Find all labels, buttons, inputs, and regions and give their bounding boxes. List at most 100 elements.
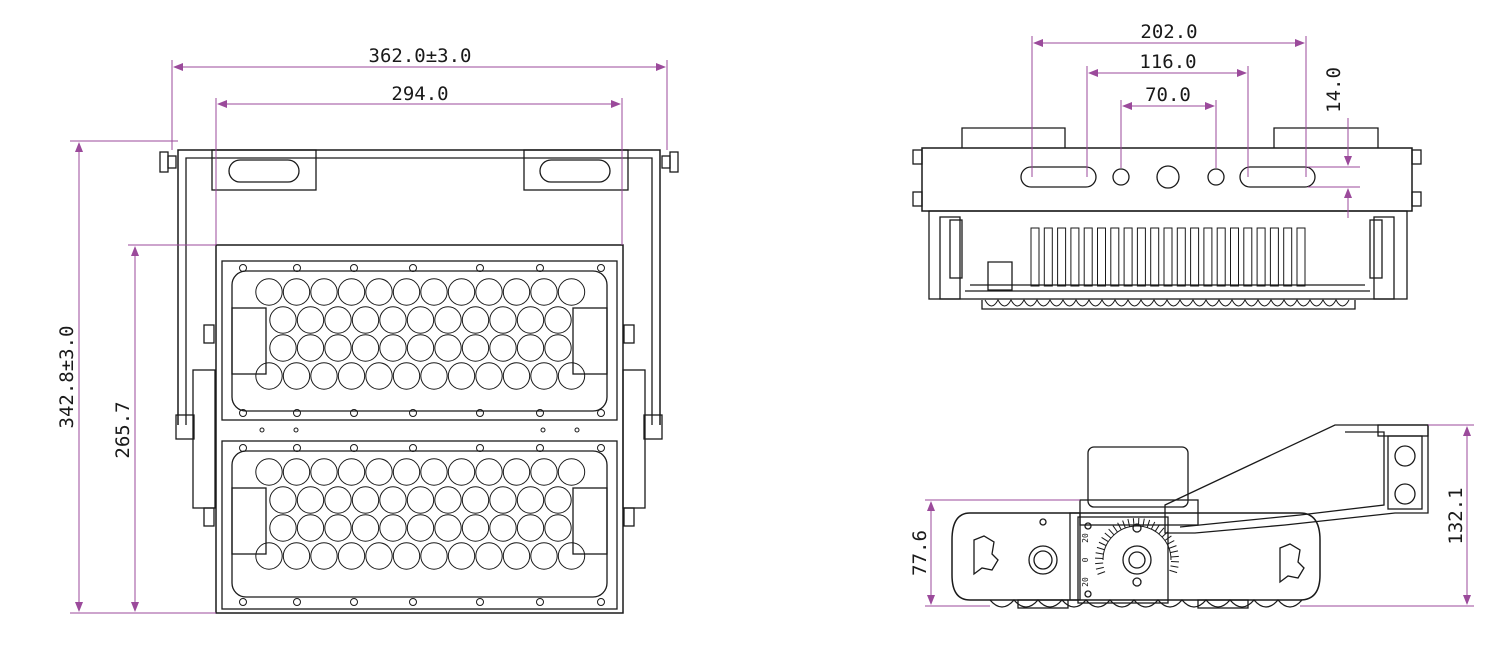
- led-lens: [475, 458, 503, 486]
- led-lens: [406, 486, 435, 514]
- led-lens: [337, 458, 366, 486]
- scale-mark-0: 20: [1081, 533, 1090, 543]
- screw: [597, 444, 605, 452]
- led-lens: [310, 278, 338, 306]
- led-lens: [530, 278, 558, 306]
- scale-tick: [1108, 528, 1115, 536]
- scale-tick: [1098, 541, 1107, 547]
- scale-tick: [1095, 566, 1104, 570]
- heat-sink-fin: [1097, 227, 1106, 287]
- scale-tick: [1170, 550, 1179, 554]
- led-lens: [420, 278, 448, 306]
- led-lens: [447, 278, 476, 306]
- screw: [536, 409, 544, 417]
- heat-sink-fin: [1243, 227, 1253, 287]
- led-lens: [379, 514, 407, 542]
- heat-sink-fin: [1163, 227, 1173, 287]
- led-lens: [351, 514, 380, 542]
- screw: [540, 427, 546, 433]
- dim-side-body-height: 77.6: [909, 530, 931, 576]
- led-lens: [434, 486, 462, 514]
- led-lens: [461, 306, 490, 334]
- led-lens: [557, 278, 586, 306]
- top-view: [912, 127, 1422, 310]
- led-lens: [489, 514, 517, 542]
- led-lens: [475, 278, 503, 306]
- scale-arc: [1102, 525, 1172, 561]
- led-lens: [351, 306, 380, 334]
- led-lens: [475, 542, 503, 570]
- module-screws: [239, 264, 605, 606]
- front-view: [159, 149, 679, 614]
- side-dimensions: [925, 424, 1474, 607]
- screw: [476, 598, 484, 606]
- led-lens: [502, 278, 531, 306]
- led-lens: [310, 458, 338, 486]
- lens-profile: [984, 298, 1350, 307]
- screw: [293, 427, 299, 433]
- led-lens: [392, 458, 421, 486]
- led-lens: [502, 362, 531, 390]
- led-lens: [434, 514, 462, 542]
- led-lens: [310, 542, 338, 570]
- scale-tick: [1101, 537, 1109, 543]
- heat-sink-fin: [1296, 227, 1306, 287]
- heat-sink-fin: [1203, 227, 1213, 287]
- heat-sink-fin: [1030, 227, 1040, 287]
- led-lens: [461, 486, 490, 514]
- dim-inner: 70.0: [1145, 84, 1191, 106]
- dim-middle: 116.0: [1139, 51, 1196, 73]
- led-lens: [544, 514, 572, 542]
- front-dimensions: [70, 60, 668, 614]
- led-lens: [296, 486, 325, 514]
- led-lens: [269, 306, 297, 334]
- led-lens: [406, 306, 435, 334]
- scale-tick: [1166, 540, 1175, 545]
- led-lens: [365, 362, 393, 390]
- led-lens: [282, 458, 311, 486]
- heat-sink-fin: [1043, 227, 1053, 287]
- led-lens: [379, 334, 407, 362]
- screw: [536, 264, 544, 272]
- scale-tick: [1168, 545, 1177, 549]
- led-lens: [269, 514, 297, 542]
- screw: [239, 409, 247, 417]
- screw: [293, 598, 301, 606]
- scale-tick: [1117, 522, 1122, 531]
- led-lens: [269, 334, 297, 362]
- led-lens: [544, 334, 572, 362]
- led-lens: [269, 486, 297, 514]
- led-lens: [516, 334, 545, 362]
- dim-outer: 202.0: [1140, 21, 1197, 43]
- led-lens: [392, 362, 421, 390]
- screw: [476, 444, 484, 452]
- screw: [476, 264, 484, 272]
- led-lens: [365, 458, 393, 486]
- led-lens: [530, 362, 558, 390]
- led-lens: [379, 486, 407, 514]
- heat-sink-fin: [1110, 227, 1120, 287]
- heat-sink-fin: [1057, 227, 1067, 287]
- led-lens: [475, 362, 503, 390]
- scale-tick: [1095, 562, 1104, 565]
- scale-mark-2: 20: [1081, 577, 1090, 587]
- led-lens: [324, 334, 352, 362]
- dim-width-mount: 294.0: [391, 83, 448, 105]
- screw: [293, 409, 301, 417]
- screw: [409, 409, 417, 417]
- top-dimensions: [1031, 36, 1360, 218]
- led-lens: [379, 306, 407, 334]
- screw: [259, 427, 265, 433]
- led-lens: [282, 542, 311, 570]
- led-lens: [502, 458, 531, 486]
- screw: [409, 598, 417, 606]
- screw: [350, 409, 358, 417]
- scale-tick: [1154, 524, 1160, 532]
- led-lens: [420, 542, 448, 570]
- led-lens: [392, 278, 421, 306]
- scale-tick: [1095, 552, 1104, 555]
- led-lens: [447, 458, 476, 486]
- scale-tick: [1161, 531, 1169, 538]
- led-lens: [434, 334, 462, 362]
- scale-tick: [1170, 565, 1179, 568]
